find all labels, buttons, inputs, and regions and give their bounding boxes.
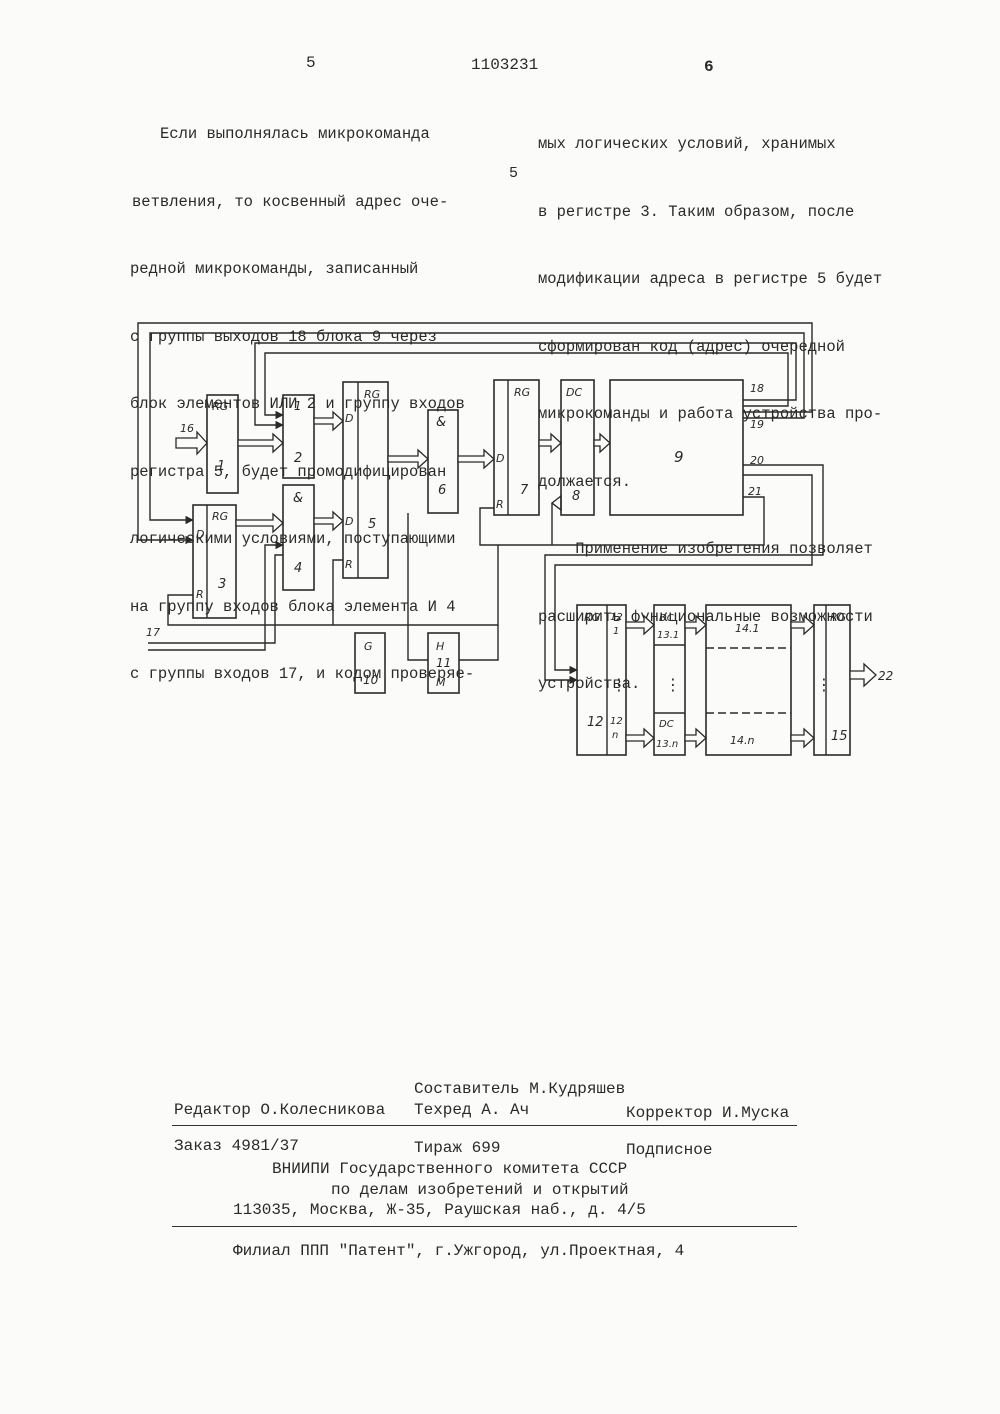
- bus-arrows: [176, 412, 876, 747]
- register-12-sub1-index: 1: [613, 626, 619, 637]
- register-5-r: R: [345, 558, 353, 571]
- editor: Редактор О.Колесникова: [174, 1101, 385, 1119]
- decoder-8: DC 8: [552, 380, 594, 515]
- input-16-label: 16: [180, 422, 194, 435]
- register-12-subn-index: n: [612, 730, 618, 741]
- order-number: Заказ 4981/37: [174, 1137, 299, 1155]
- divider-11-top: H: [436, 640, 444, 653]
- register-7-r: R: [496, 498, 504, 511]
- register-7-tag: RG: [514, 386, 530, 399]
- register-3-tag: RG: [212, 510, 228, 523]
- port-labels: 16 17 18 19 20 21 22: [146, 382, 893, 683]
- register-7: RG D R 7: [494, 380, 539, 515]
- decoder-8-number: 8: [572, 489, 580, 504]
- control-memory-9-number: 9: [674, 448, 684, 466]
- register-5-d2: D: [345, 515, 353, 528]
- input-17-label: 17: [146, 626, 160, 639]
- divider-top: [172, 1125, 797, 1126]
- output-21-label: 21: [748, 485, 762, 498]
- output-19-label: 19: [750, 418, 764, 431]
- register-5: RG D D R 5: [343, 382, 388, 578]
- and-block-6-tag: &: [436, 415, 446, 430]
- circulation: Тираж 699: [414, 1139, 500, 1157]
- register-1: RG 1: [207, 395, 238, 493]
- output-18-label: 18: [750, 382, 764, 395]
- and-block-4-tag: &: [293, 491, 303, 506]
- output-20-label: 20: [750, 454, 764, 467]
- decoder-13-n-tag: DC: [659, 719, 674, 730]
- organization-line-1: ВНИИПИ Государственного комитета СССР: [272, 1160, 627, 1178]
- register-5-tag: RG: [364, 388, 380, 401]
- register-15-dots: ⋮: [816, 675, 832, 694]
- memory-blocks-14: 14.1 14.n: [706, 605, 791, 755]
- or-block-2-tag: 1: [294, 399, 302, 413]
- register-12-subn: 12: [610, 716, 623, 727]
- register-3-d: D: [196, 528, 204, 541]
- decoder-13-1-tag: DC: [659, 613, 674, 624]
- register-15: RG 15 ⋮: [814, 605, 850, 755]
- divider-11-number: 11: [436, 656, 451, 670]
- register-12-dots: ⋮: [611, 675, 627, 694]
- block-diagram: RG 1 1 2 RG D R 3 & 4 RG D D R 5 & 6 RG …: [0, 0, 1000, 800]
- register-12: RG 12 12 1 12 n ⋮: [577, 605, 627, 755]
- register-5-d1: D: [345, 412, 353, 425]
- register-15-number: 15: [831, 729, 848, 744]
- register-12-tag: RG: [584, 611, 600, 624]
- or-block-2-number: 2: [294, 451, 302, 466]
- memory-14-n-label: 14.n: [730, 734, 754, 747]
- address: 113035, Москва, Ж-35, Раушская наб., д. …: [233, 1201, 646, 1219]
- decoders-13-dots: ⋮: [665, 675, 681, 694]
- generator-10-tag: G: [364, 640, 373, 653]
- and-block-4: & 4: [283, 485, 314, 590]
- decoder-13-1-label: 13.1: [657, 630, 679, 641]
- register-1-tag: RG: [212, 400, 228, 413]
- and-block-6: & 6: [428, 410, 458, 513]
- register-7-d: D: [496, 452, 504, 465]
- generator-10: G 10: [355, 633, 385, 693]
- bus-out22: [850, 664, 876, 686]
- register-15-tag: RG: [830, 611, 846, 624]
- feedback-lines: [138, 323, 823, 680]
- register-1-number: 1: [217, 459, 225, 474]
- composer: Составитель М.Кудряшев: [414, 1080, 625, 1098]
- branch-address: Филиал ППП "Патент", г.Ужгород, ул.Проек…: [233, 1242, 684, 1260]
- organization-line-2: по делам изобретений и открытий: [331, 1181, 629, 1199]
- corrector: Корректор И.Муска: [626, 1104, 789, 1122]
- decoders-13: DC 13.1 DC 13.n ⋮: [654, 605, 685, 755]
- memory-14-1-label: 14.1: [735, 622, 760, 635]
- and-block-6-number: 6: [438, 483, 446, 498]
- bus-in16: [176, 432, 207, 454]
- register-12-sub1: 12: [610, 612, 623, 623]
- register-7-number: 7: [520, 483, 529, 498]
- decoder-8-tag: DC: [566, 386, 582, 399]
- register-12-number: 12: [587, 715, 604, 730]
- register-5-number: 5: [368, 517, 376, 532]
- subscription: Подписное: [626, 1141, 712, 1159]
- register-3-number: 3: [218, 577, 226, 592]
- output-22-label: 22: [878, 669, 893, 683]
- generator-10-number: 10: [363, 673, 379, 687]
- divider-bottom: [172, 1226, 797, 1227]
- techred: Техред А. Ач: [414, 1101, 529, 1119]
- or-block-2: 1 2: [283, 395, 314, 478]
- control-memory-9: 9: [610, 380, 743, 515]
- decoder-13-n-label: 13.n: [656, 739, 678, 750]
- register-3: RG D R 3: [193, 505, 236, 618]
- divider-11: H 11 M: [428, 633, 459, 693]
- and-block-4-number: 4: [294, 561, 302, 576]
- register-3-r: R: [196, 588, 204, 601]
- divider-11-bottom: M: [436, 676, 446, 689]
